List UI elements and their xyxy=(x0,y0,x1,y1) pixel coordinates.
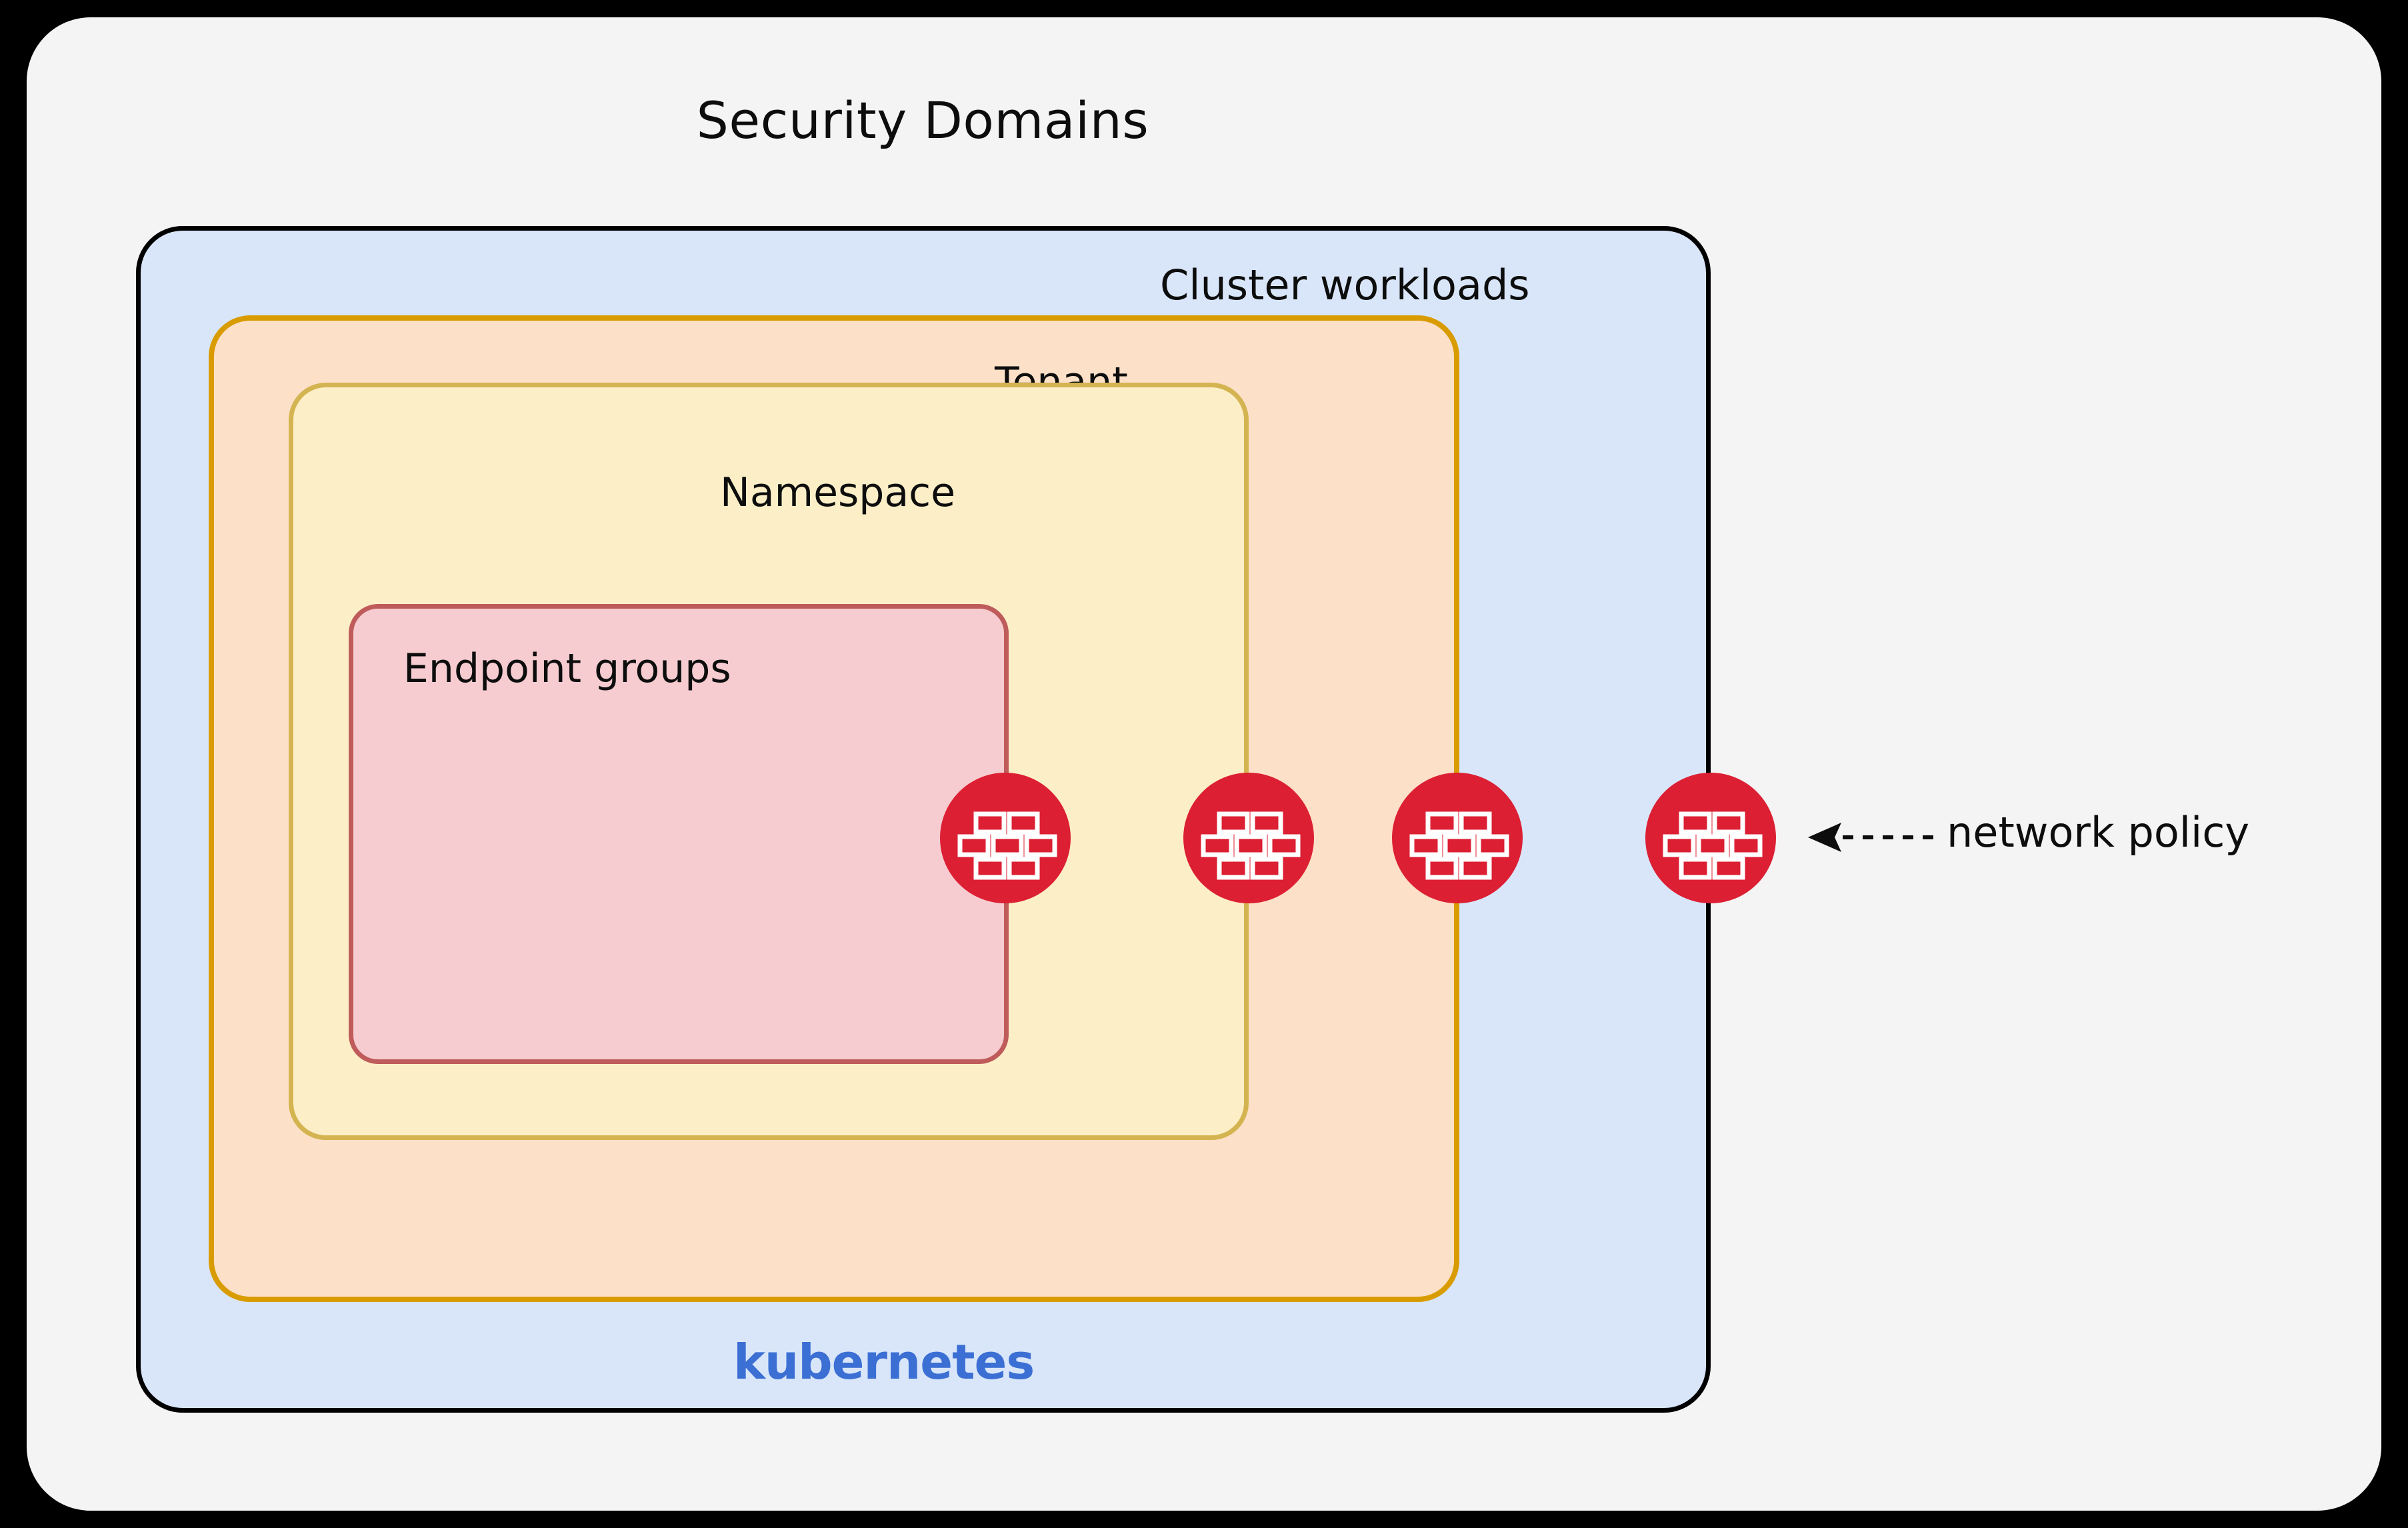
kubernetes-wordmark: kubernetes xyxy=(733,1334,1035,1390)
domain-box-endpoint-groups xyxy=(349,604,1009,1064)
firewall-brick-icon xyxy=(1183,773,1314,903)
domain-label-namespace: Namespace xyxy=(720,469,956,516)
network-policy-arrow-icon xyxy=(1808,823,1933,852)
firewall-brick-icon xyxy=(1392,773,1523,903)
network-policy-label: network policy xyxy=(1947,808,2250,857)
diagram-frame: Security Domains Cluster workloads Tenan… xyxy=(27,17,2381,1511)
domain-label-cluster-workloads: Cluster workloads xyxy=(1160,261,1530,309)
firewall-brick-icon xyxy=(1645,773,1776,903)
firewall-brick-icon xyxy=(940,773,1071,903)
page-title: Security Domains xyxy=(696,91,1149,150)
domain-label-endpoint-groups: Endpoint groups xyxy=(403,645,731,692)
